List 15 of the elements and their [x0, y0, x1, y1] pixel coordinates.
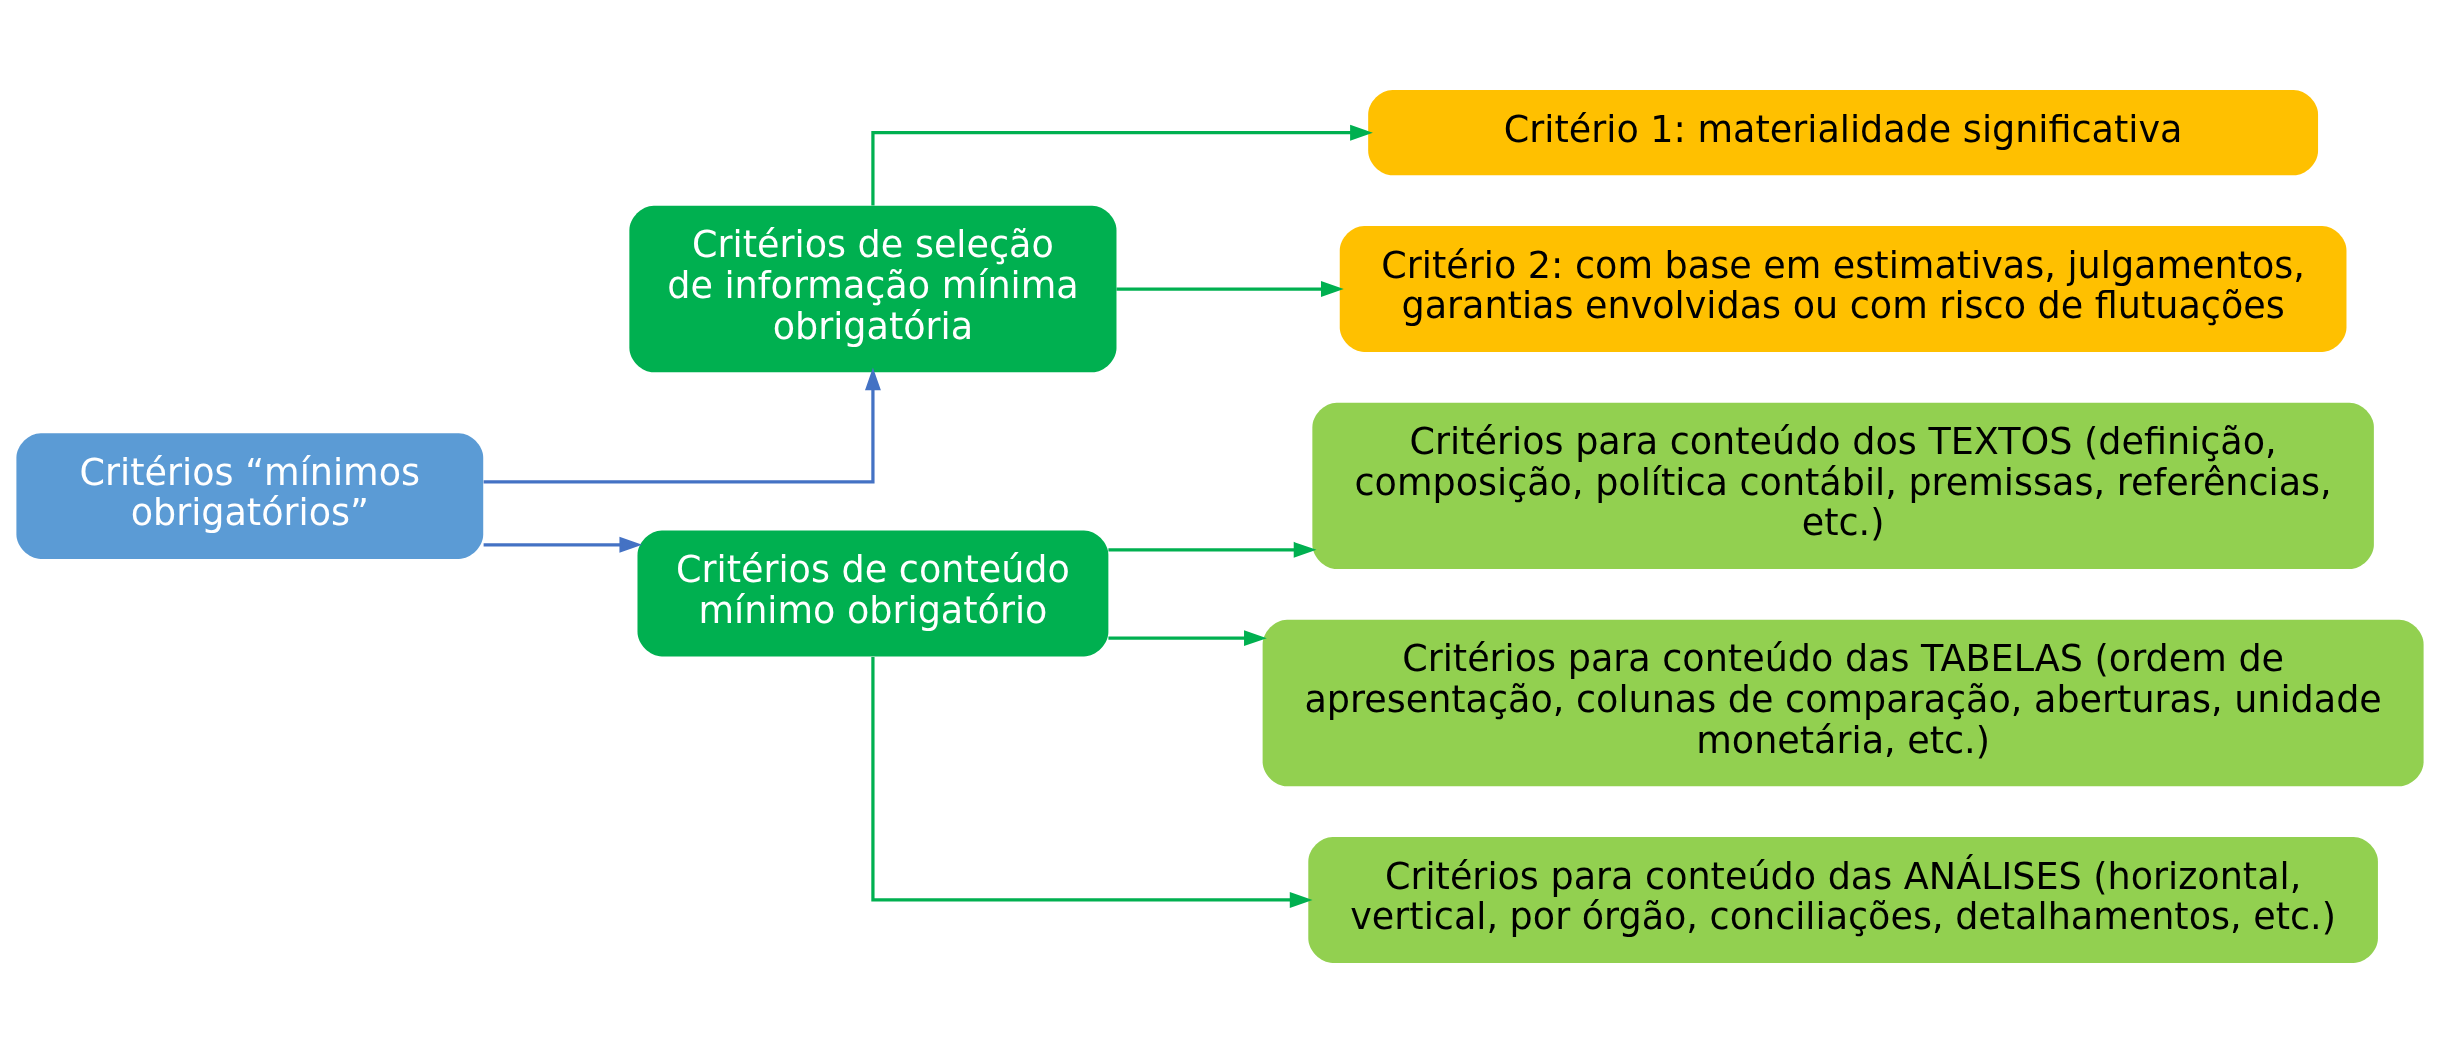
arrow	[483, 367, 881, 484]
node-box: Critérios de conteúdo mínimo obrigatório	[637, 530, 1109, 657]
node-box: Critérios “mínimos obrigatórios”	[16, 433, 484, 559]
arrow	[871, 124, 1373, 206]
arrow	[483, 536, 643, 553]
node-box: Critérios de seleção de informação mínima obrigatória	[629, 205, 1117, 373]
arrow	[1108, 541, 1317, 558]
arrow	[871, 657, 1313, 908]
node-box: Critério 1: materialidade significativa	[1368, 90, 2319, 176]
node-box: Critérios para conteúdo das ANÁLISES (horizontal, vertical, por órgão, conciliações, detalhamentos, etc.)	[1308, 837, 2378, 963]
node-box: Critérios para conteúdo dos TEXTOS (definição, composição, política contábil, premissas, referências, etc.)	[1312, 402, 2374, 570]
arrow	[1116, 281, 1344, 297]
arrow	[1108, 630, 1267, 647]
node-box: Critério 2: com base em estimativas, julgamentos, garantias envolvidas ou com risco de flutuações	[1339, 226, 2347, 352]
node-box: Critérios para conteúdo das TABELAS (ordem de apresentação, colunas de comparação, aberturas, unidade monetária, etc.)	[1262, 619, 2424, 787]
